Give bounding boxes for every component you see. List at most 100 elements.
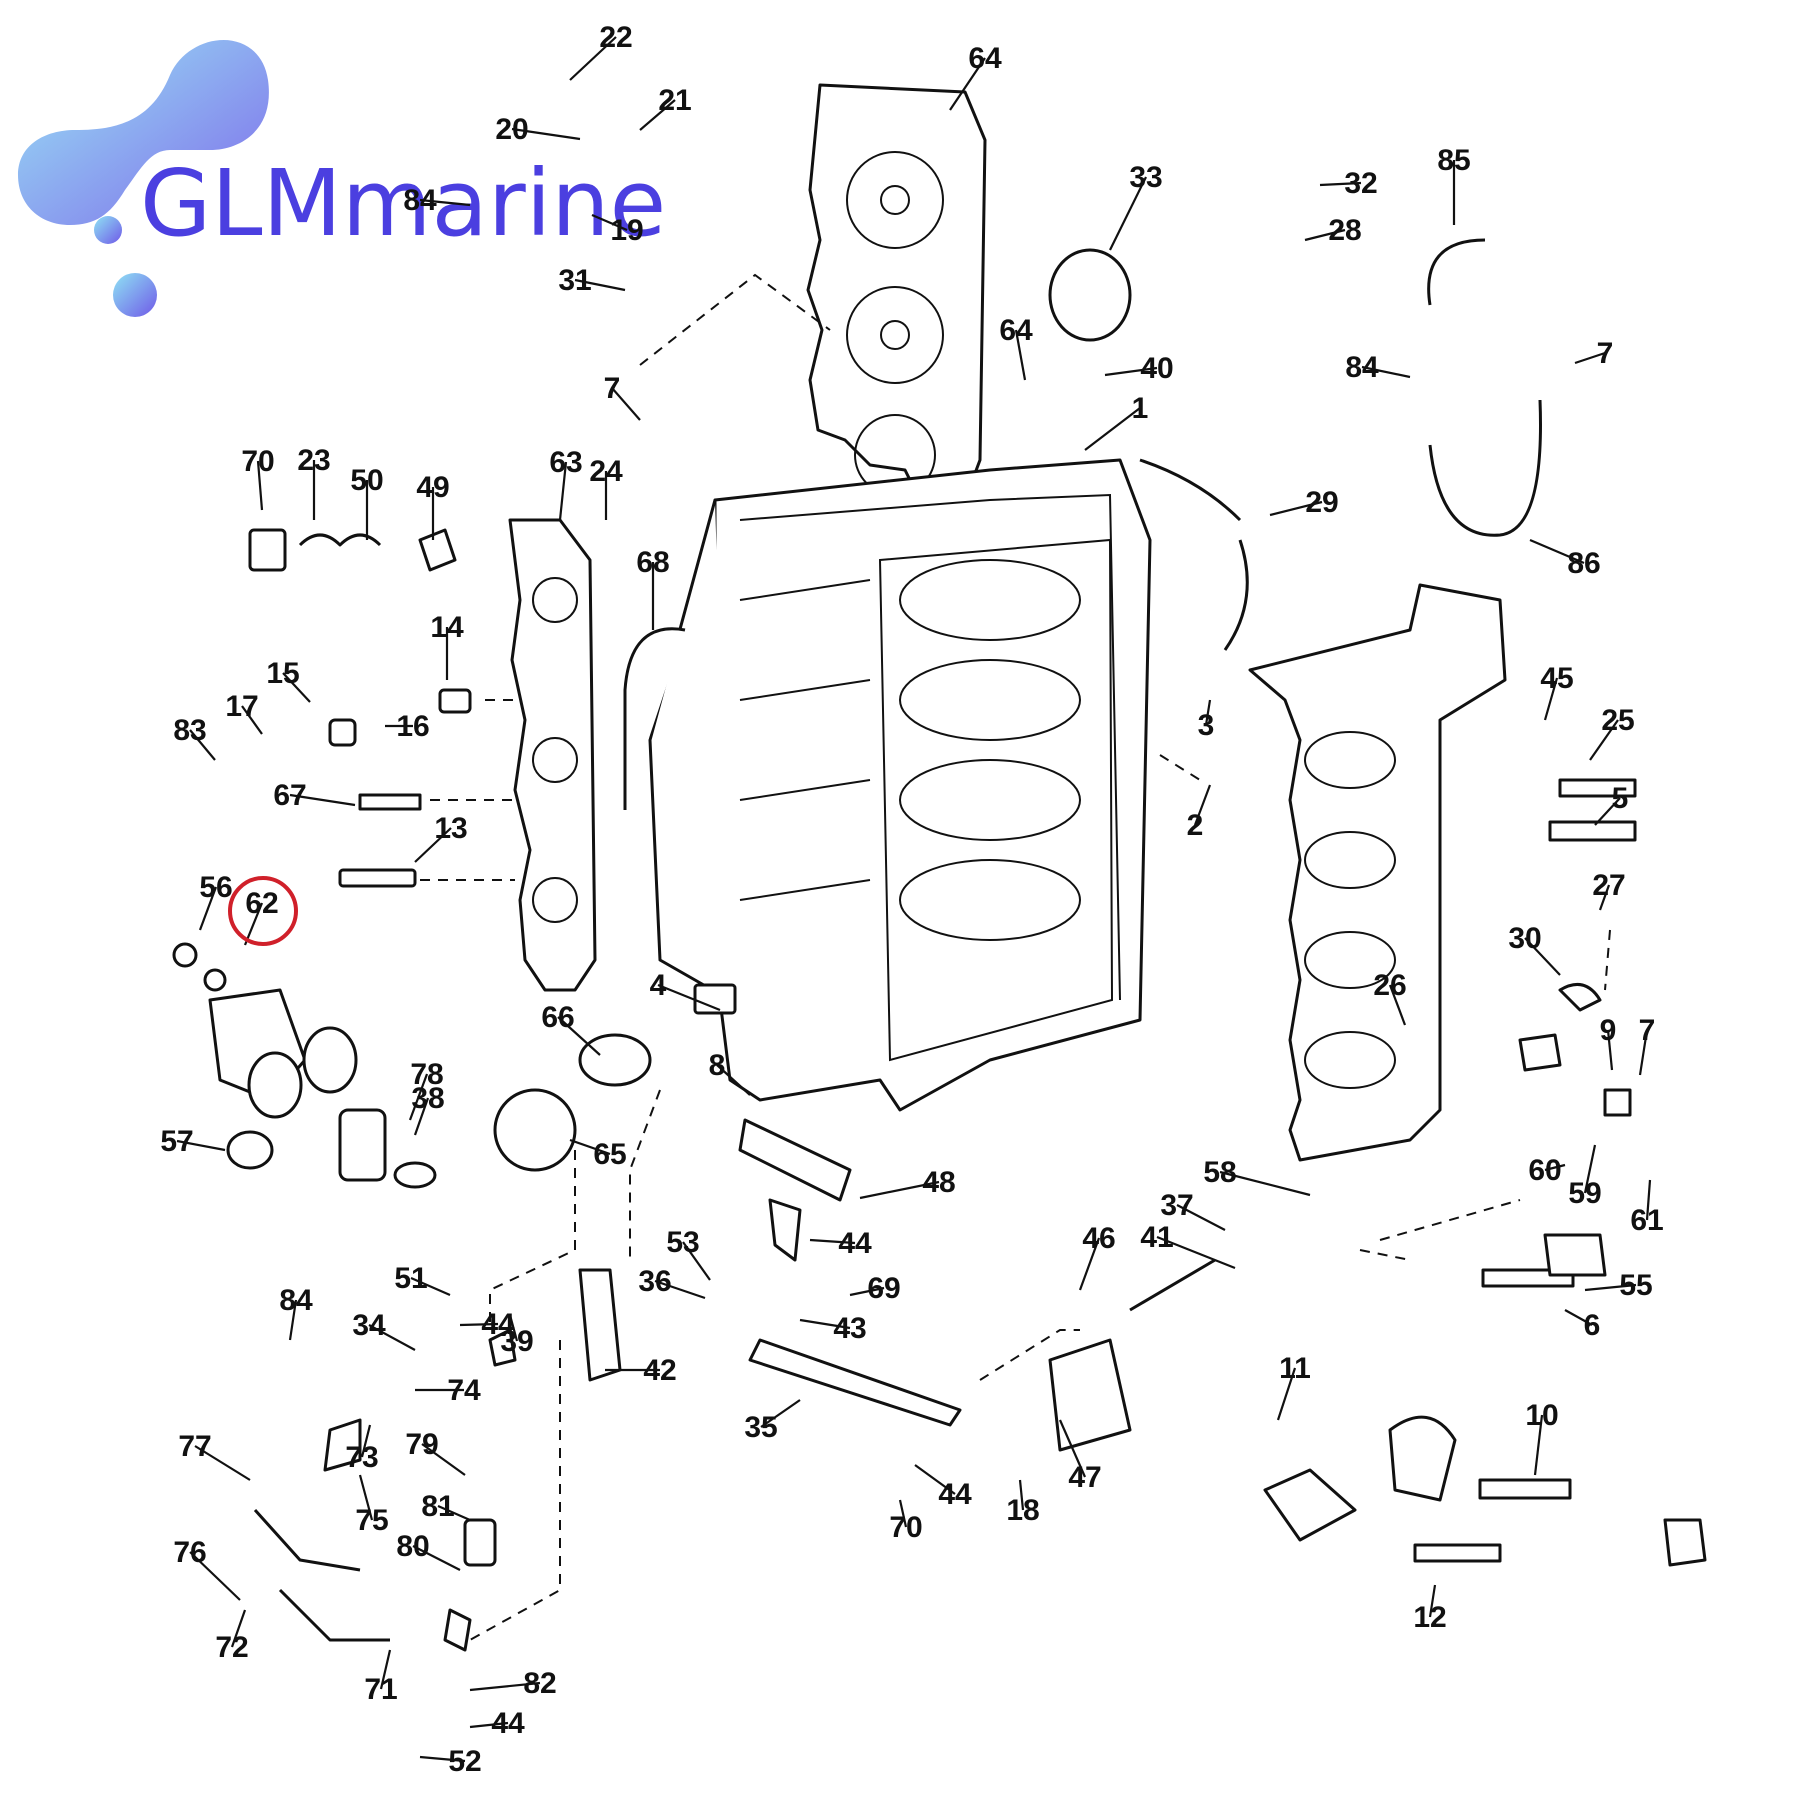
callout-leader-line — [511, 127, 581, 141]
callout-label-61: 61 — [1630, 1204, 1663, 1237]
callout-label-71: 71 — [364, 1673, 397, 1706]
callout-label-18: 18 — [1006, 1494, 1039, 1527]
callout-label-10: 10 — [1525, 1399, 1558, 1432]
callout-label-12: 12 — [1413, 1601, 1446, 1634]
brand-logo: GLMmarine — [18, 40, 666, 317]
callout-label-3: 3 — [1198, 709, 1215, 742]
callout-label-45: 45 — [1540, 662, 1573, 695]
callout-label-50: 50 — [350, 464, 383, 497]
callout-label-51: 51 — [394, 1262, 427, 1295]
callout-leader-line — [1533, 1414, 1544, 1476]
callout-label-33: 33 — [1129, 161, 1162, 194]
callout-leader-line — [1638, 1029, 1649, 1076]
callout-leader-line — [949, 57, 986, 111]
callout-leader-line — [611, 387, 641, 421]
callout-label-72: 72 — [215, 1631, 248, 1664]
callout-label-70: 70 — [241, 445, 274, 478]
callout-leader-line — [1304, 228, 1346, 242]
callout-label-7: 7 — [1597, 337, 1614, 370]
cylinder-block — [648, 83, 1152, 1112]
callout-leader-line — [1193, 784, 1212, 826]
callout-leader-line — [1018, 1479, 1025, 1511]
callout-leader-line — [914, 1464, 956, 1495]
callout-label-32: 32 — [1344, 167, 1377, 200]
callout-leader-line — [1584, 1283, 1637, 1292]
callout-leader-line — [682, 1241, 711, 1281]
logo-blob-icon — [18, 40, 269, 225]
callout-leader-line — [859, 1180, 940, 1200]
callout-label-75: 75 — [355, 1504, 388, 1537]
callout-leader-line — [288, 1299, 298, 1341]
callout-leader-line — [557, 1016, 601, 1056]
callout-leader-line — [1564, 1309, 1593, 1326]
logo-drop-icon — [113, 273, 157, 317]
callout-leader-line — [194, 1445, 251, 1481]
callout-leaders — [176, 36, 1652, 1763]
callout-leader-line — [256, 460, 264, 511]
callout-label-66: 66 — [541, 1001, 574, 1034]
callout-label-80: 80 — [396, 1530, 429, 1563]
callout-label-57: 57 — [160, 1125, 193, 1158]
callout-label-41: 41 — [1140, 1221, 1173, 1254]
callout-leader-line — [421, 1443, 466, 1476]
callout-leader-line — [419, 198, 471, 207]
callout-leader-line — [760, 1399, 801, 1428]
callout-label-35: 35 — [744, 1411, 777, 1444]
callout-label-74: 74 — [447, 1374, 481, 1407]
callout-leader-line — [189, 729, 216, 761]
callout-leader-line — [716, 1064, 751, 1096]
callout-leader-line — [508, 1314, 519, 1342]
callout-label-67: 67 — [273, 779, 306, 812]
callout-leader-line — [1084, 407, 1141, 451]
callout-leader-line — [241, 705, 263, 735]
callout-label-76: 76 — [173, 1536, 206, 1569]
callout-leader-line — [360, 1424, 372, 1458]
callout-label-38: 38 — [411, 1082, 444, 1115]
callout-leader-line — [469, 1721, 509, 1729]
assembly-lines — [420, 273, 1611, 1641]
callout-leader-line — [1529, 538, 1585, 565]
callout-leader-line — [282, 672, 311, 703]
callout-label-81: 81 — [421, 1490, 454, 1523]
callout-label-34: 34 — [352, 1309, 386, 1342]
callout-leader-line — [1594, 797, 1621, 826]
callout-label-27: 27 — [1592, 869, 1625, 902]
callout-label-30: 30 — [1508, 922, 1541, 955]
callout-leader-line — [558, 461, 568, 521]
callout-leader-line — [379, 1649, 392, 1690]
callout-leader-line — [1219, 1170, 1311, 1197]
callout-label-29: 29 — [1305, 486, 1338, 519]
callout-label-44: 44 — [481, 1308, 515, 1341]
callout-label-44: 44 — [491, 1707, 525, 1740]
intake-manifold — [1248, 583, 1507, 1162]
highlight-circle — [228, 876, 298, 946]
callout-leader-line — [1645, 1179, 1652, 1221]
callout-leader-line — [437, 1504, 471, 1522]
exhaust-cover — [508, 518, 597, 992]
callout-leader-line — [1156, 1235, 1236, 1270]
callout-label-53: 53 — [666, 1226, 699, 1259]
callout-leader-line — [809, 1238, 856, 1245]
callout-leader-line — [1524, 937, 1561, 976]
callout-label-83: 83 — [173, 714, 206, 747]
callout-label-8: 8 — [709, 1049, 726, 1082]
callout-leader-line — [1583, 1144, 1597, 1194]
callout-label-69: 69 — [867, 1272, 900, 1305]
callout-label-64: 64 — [968, 42, 1002, 75]
callout-label-62: 62 — [245, 887, 278, 920]
callout-label-17: 17 — [225, 690, 258, 723]
callout-label-86: 86 — [1567, 547, 1600, 580]
callout-leader-line — [1176, 1204, 1226, 1231]
callout-label-48: 48 — [922, 1166, 955, 1199]
callout-label-42: 42 — [643, 1354, 676, 1387]
callout-label-40: 40 — [1140, 352, 1173, 385]
callout-leader-line — [1598, 884, 1611, 911]
callout-label-44: 44 — [938, 1478, 972, 1511]
callout-label-73: 73 — [345, 1441, 378, 1474]
callout-leader-line — [413, 1097, 430, 1136]
callout-leader-line — [591, 213, 628, 232]
callout-label-24: 24 — [589, 455, 623, 488]
callout-label-49: 49 — [416, 471, 449, 504]
callout-label-84: 84 — [403, 184, 437, 217]
